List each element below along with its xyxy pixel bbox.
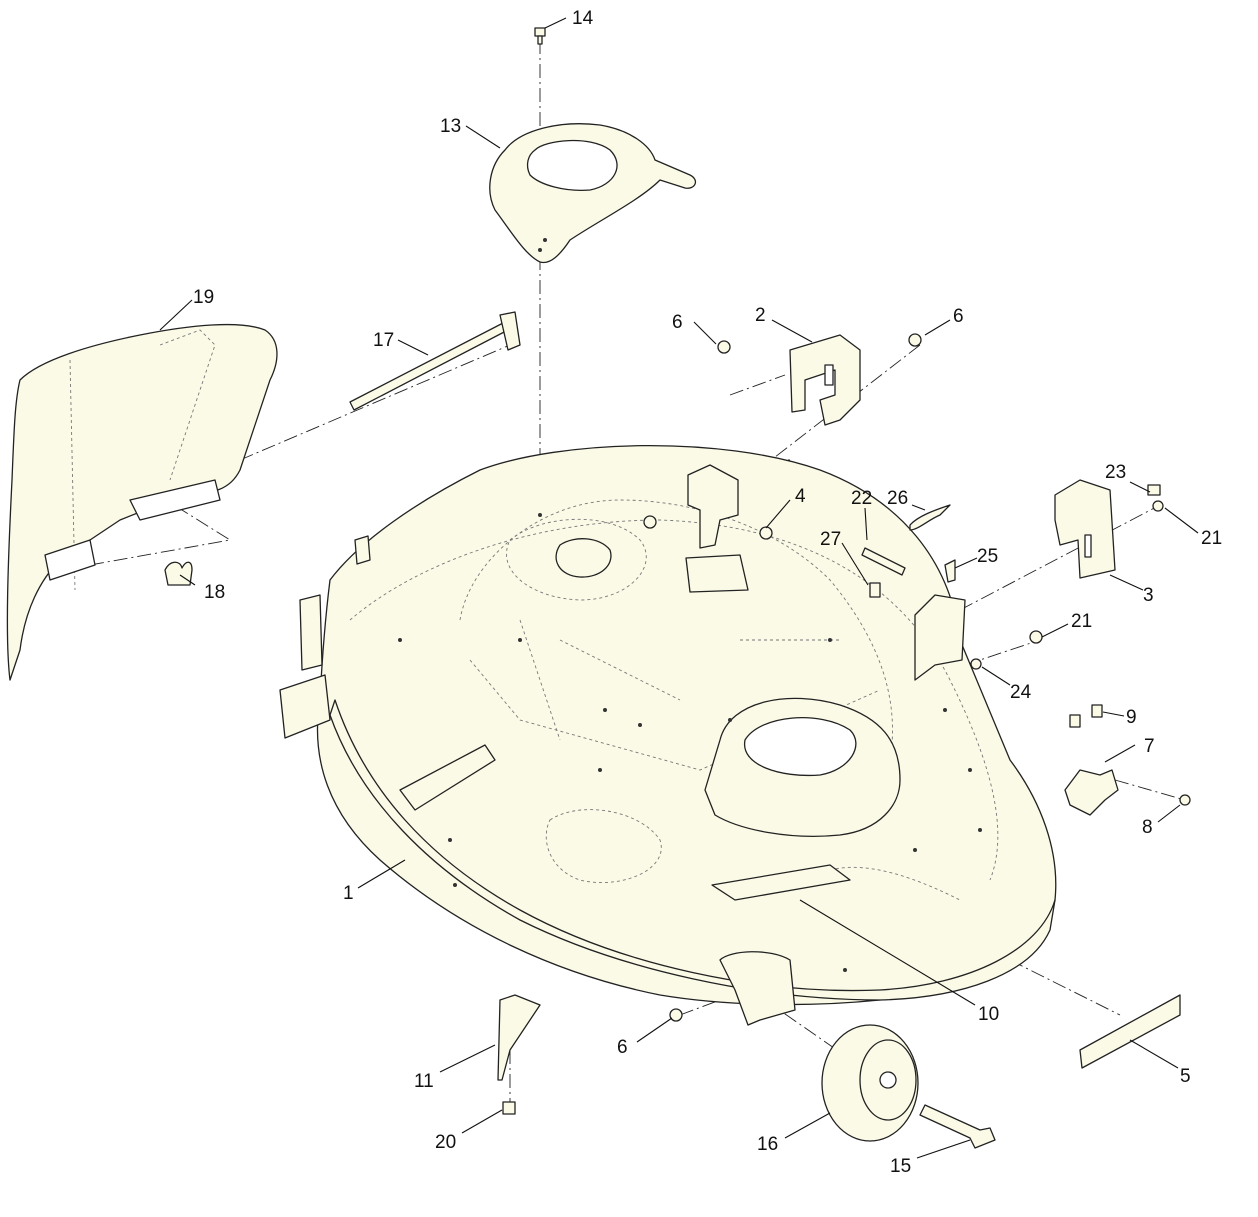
callout-18: 18 bbox=[204, 582, 225, 603]
rod-17 bbox=[349, 311, 521, 411]
nut-6-group bbox=[669, 333, 922, 1022]
deck-housing bbox=[279, 444, 1057, 1006]
small-hardware bbox=[861, 484, 1164, 670]
callout-16: 16 bbox=[757, 1134, 778, 1155]
callout-25: 25 bbox=[977, 546, 998, 567]
callout-6-right: 6 bbox=[953, 306, 964, 327]
bracket-center-right bbox=[914, 594, 966, 681]
callout-5: 5 bbox=[1180, 1066, 1191, 1087]
callout-13: 13 bbox=[440, 116, 461, 137]
belt-cover bbox=[489, 123, 697, 264]
discharge-chute bbox=[6, 323, 278, 681]
callout-1: 1 bbox=[343, 883, 354, 904]
callout-6-left: 6 bbox=[672, 312, 683, 333]
leader-lines bbox=[159, 17, 1199, 1159]
decal-5 bbox=[1079, 994, 1181, 1069]
wheel-bracket bbox=[719, 951, 796, 1026]
spring-18 bbox=[164, 561, 193, 586]
bolt-14 bbox=[534, 27, 546, 45]
callout-24: 24 bbox=[1010, 682, 1032, 703]
callout-26: 26 bbox=[887, 488, 908, 509]
callout-7: 7 bbox=[1144, 736, 1155, 757]
wheel-16 bbox=[821, 1024, 996, 1149]
callout-27: 27 bbox=[820, 529, 841, 550]
bracket-2 bbox=[789, 334, 861, 426]
callout-14: 14 bbox=[572, 8, 594, 29]
callout-23: 23 bbox=[1105, 462, 1126, 483]
callout-labels: 14 13 19 17 6 2 6 4 22 26 27 25 23 21 3 … bbox=[193, 8, 1222, 1177]
callout-17: 17 bbox=[373, 330, 394, 351]
callout-11: 11 bbox=[414, 1071, 434, 1092]
fitting-7 bbox=[1064, 704, 1191, 816]
callout-22: 22 bbox=[851, 488, 872, 509]
callout-21-lower: 21 bbox=[1071, 611, 1092, 632]
callout-20: 20 bbox=[435, 1132, 456, 1153]
bracket-3 bbox=[1054, 479, 1116, 579]
callout-2: 2 bbox=[755, 305, 766, 326]
bracket-11 bbox=[497, 994, 541, 1115]
callout-19: 19 bbox=[193, 287, 214, 308]
callout-4: 4 bbox=[795, 486, 806, 507]
callout-10: 10 bbox=[978, 1004, 999, 1025]
callout-8: 8 bbox=[1142, 817, 1153, 838]
bracket-4 bbox=[643, 464, 773, 549]
callout-3: 3 bbox=[1143, 585, 1154, 606]
callout-6-bottom: 6 bbox=[617, 1037, 628, 1058]
callout-9: 9 bbox=[1126, 707, 1137, 728]
callout-21-upper: 21 bbox=[1201, 528, 1222, 549]
callout-15: 15 bbox=[890, 1156, 911, 1177]
